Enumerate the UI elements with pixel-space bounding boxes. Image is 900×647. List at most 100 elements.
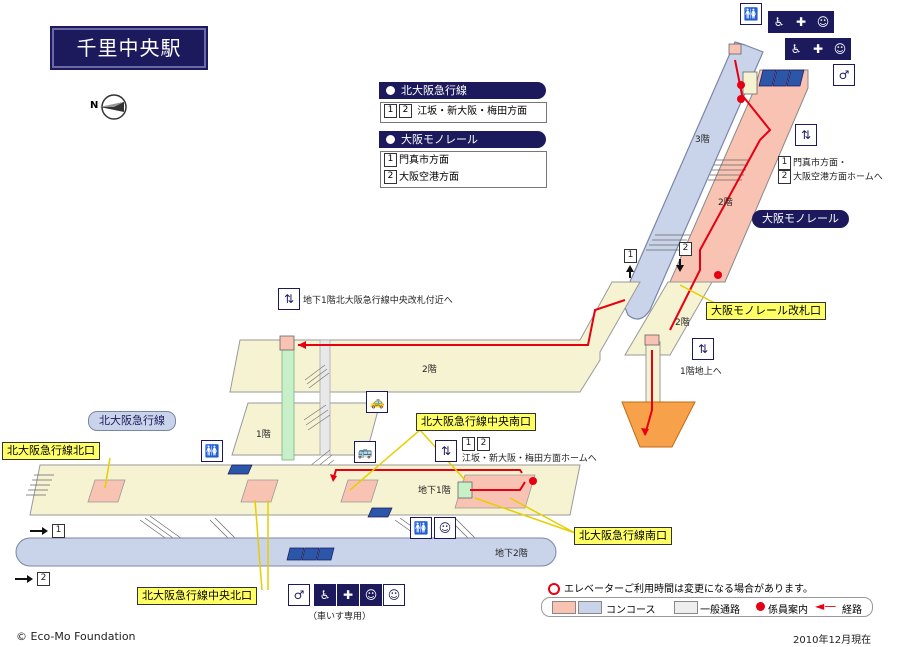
floor-b2-label: 地下2階 bbox=[495, 549, 528, 559]
elevator-1f-note: 1階地上へ bbox=[680, 367, 722, 377]
mono-platform-note-a: 門真市方面・ bbox=[793, 158, 848, 169]
legend-staff: 係員案内 bbox=[768, 605, 808, 616]
elevator-marker bbox=[644, 334, 660, 346]
wheelchair-icon: ♿ bbox=[785, 38, 807, 60]
legend-staff-icon bbox=[756, 602, 765, 611]
family-icon: ☺ bbox=[812, 11, 834, 33]
track-number: 2 bbox=[679, 242, 694, 256]
restroom-icon: 🚻 bbox=[740, 3, 762, 25]
toilet-icon: ♂ bbox=[833, 64, 855, 86]
kitakyu-line-header: 北大阪急行線 bbox=[379, 82, 546, 99]
exit-chuo-minami-label: 北大阪急行線中央南口 bbox=[416, 413, 536, 431]
floor-2f-upper-label: 2階 bbox=[718, 198, 733, 208]
legend-route-arrow-icon: ◄— bbox=[815, 599, 837, 613]
b1-gate-zones bbox=[87, 474, 536, 509]
multipurpose-toilet-icon: ✚ bbox=[337, 584, 359, 606]
multipurpose-toilet-icon: ✚ bbox=[790, 11, 812, 33]
elevator-marker bbox=[279, 335, 295, 351]
taxi-icon: 🚕 bbox=[366, 391, 388, 413]
kitakyu-line-name: 北大阪急行線 bbox=[401, 84, 467, 97]
elevator-platform-destination: 江坂・新大阪・梅田方面ホームへ bbox=[462, 453, 597, 464]
floor-1f-label: 1階 bbox=[256, 430, 271, 440]
legend-route: 経路 bbox=[842, 605, 862, 616]
track-number-1: 1 bbox=[52, 524, 65, 538]
compass-north-label: N bbox=[90, 100, 99, 111]
copyright: © Eco-Mo Foundation bbox=[16, 630, 136, 643]
escalator-column bbox=[319, 339, 331, 456]
elevator-column bbox=[281, 339, 295, 461]
legend-elevator-text: エレベーターご利用時間は変更になる場合があります。 bbox=[564, 584, 813, 595]
platform-number: 1 bbox=[778, 156, 791, 170]
track-arrows bbox=[15, 259, 684, 583]
platform-number: 2 bbox=[384, 170, 397, 184]
platform-number: 2 bbox=[477, 437, 490, 451]
b1-concourse bbox=[29, 464, 581, 516]
date-note: 2010年12月現在 bbox=[793, 635, 872, 646]
track-number-1: 1 bbox=[624, 249, 637, 263]
b1-blue-markers bbox=[227, 464, 393, 518]
exit-chuo-kita-label: 北大阪急行線中央北口 bbox=[137, 587, 257, 605]
platform-number: 2 bbox=[778, 170, 791, 184]
platform-number: 1 bbox=[462, 437, 475, 451]
wheelchair-icon: ♿ bbox=[314, 584, 336, 606]
page-title: 千里中央駅 bbox=[52, 28, 206, 68]
elevator-b1-note: 地下1階北大阪急行線中央改札付近へ bbox=[303, 296, 453, 306]
legend-swatch-pink bbox=[552, 601, 576, 614]
elevator-icon: ⇅ bbox=[692, 338, 714, 360]
restroom-icon: 🚻 bbox=[201, 440, 223, 462]
family-icon: ☺ bbox=[829, 38, 851, 60]
bus-icon: 🚌 bbox=[354, 441, 376, 463]
elevator-icon: ⇅ bbox=[435, 440, 457, 462]
family-icon: ☺ bbox=[383, 584, 405, 606]
elevator-marker bbox=[742, 71, 758, 95]
track-number-2: 2 bbox=[679, 242, 692, 256]
wheelchair-icon: ♿ bbox=[768, 11, 790, 33]
platform-number: 1 bbox=[384, 153, 397, 167]
mono-platform-note-b: 大阪空港方面ホームへ bbox=[793, 172, 883, 183]
route-arrowheads bbox=[298, 341, 649, 482]
wheelchair-only-note: （車いす専用） bbox=[308, 612, 372, 622]
monorail-stairs bbox=[646, 159, 750, 251]
multipurpose-toilet-icon: ✚ bbox=[807, 38, 829, 60]
monorail-line-name: 大阪モノレール bbox=[401, 133, 478, 146]
track-number: 1 bbox=[52, 524, 67, 538]
exit-monorail-gate-label: 大阪モノレール改札口 bbox=[706, 302, 826, 320]
exit-kita-label: 北大阪急行線北口 bbox=[2, 442, 100, 460]
platform-number: 2 bbox=[399, 104, 412, 118]
compass: N bbox=[90, 92, 130, 122]
monorail-line-header: 大阪モノレール bbox=[379, 131, 546, 148]
elevator-icon: ⇅ bbox=[795, 124, 817, 146]
legend-general-passage: 一般通路 bbox=[700, 605, 740, 616]
platform-destination: 大阪空港方面 bbox=[399, 172, 459, 183]
upper-2f-bridge bbox=[229, 281, 641, 393]
ground-exit-area bbox=[621, 401, 696, 448]
track-number: 2 bbox=[37, 572, 52, 586]
floor-2f-main-label: 2階 bbox=[422, 365, 437, 375]
monorail-platform-doors bbox=[758, 69, 805, 87]
family-icon: ☺ bbox=[360, 584, 382, 606]
restroom-icon: 🚻 bbox=[410, 517, 432, 539]
monorail-section-label: 大阪モノレール bbox=[752, 210, 849, 228]
floor-b1-label: 地下1階 bbox=[418, 486, 451, 496]
legend-elevator-note: エレベーターご利用時間は変更になる場合があります。 bbox=[548, 580, 813, 595]
track-number: 1 bbox=[624, 249, 639, 263]
legend-bar: コンコース 一般通路 係員案内 ◄— 経路 bbox=[541, 597, 873, 617]
staff-markers bbox=[529, 81, 745, 485]
floor-2f-mono-label: 2階 bbox=[675, 318, 690, 328]
toilet-icon: ♂ bbox=[288, 584, 310, 606]
track-number-2: 2 bbox=[37, 572, 50, 586]
family-icon: ☺ bbox=[434, 517, 456, 539]
legend-concourse: コンコース bbox=[606, 605, 656, 616]
platform-destination: 江坂・新大阪・梅田方面 bbox=[417, 106, 528, 117]
route-path bbox=[298, 59, 772, 491]
elevator-marker bbox=[457, 481, 473, 499]
